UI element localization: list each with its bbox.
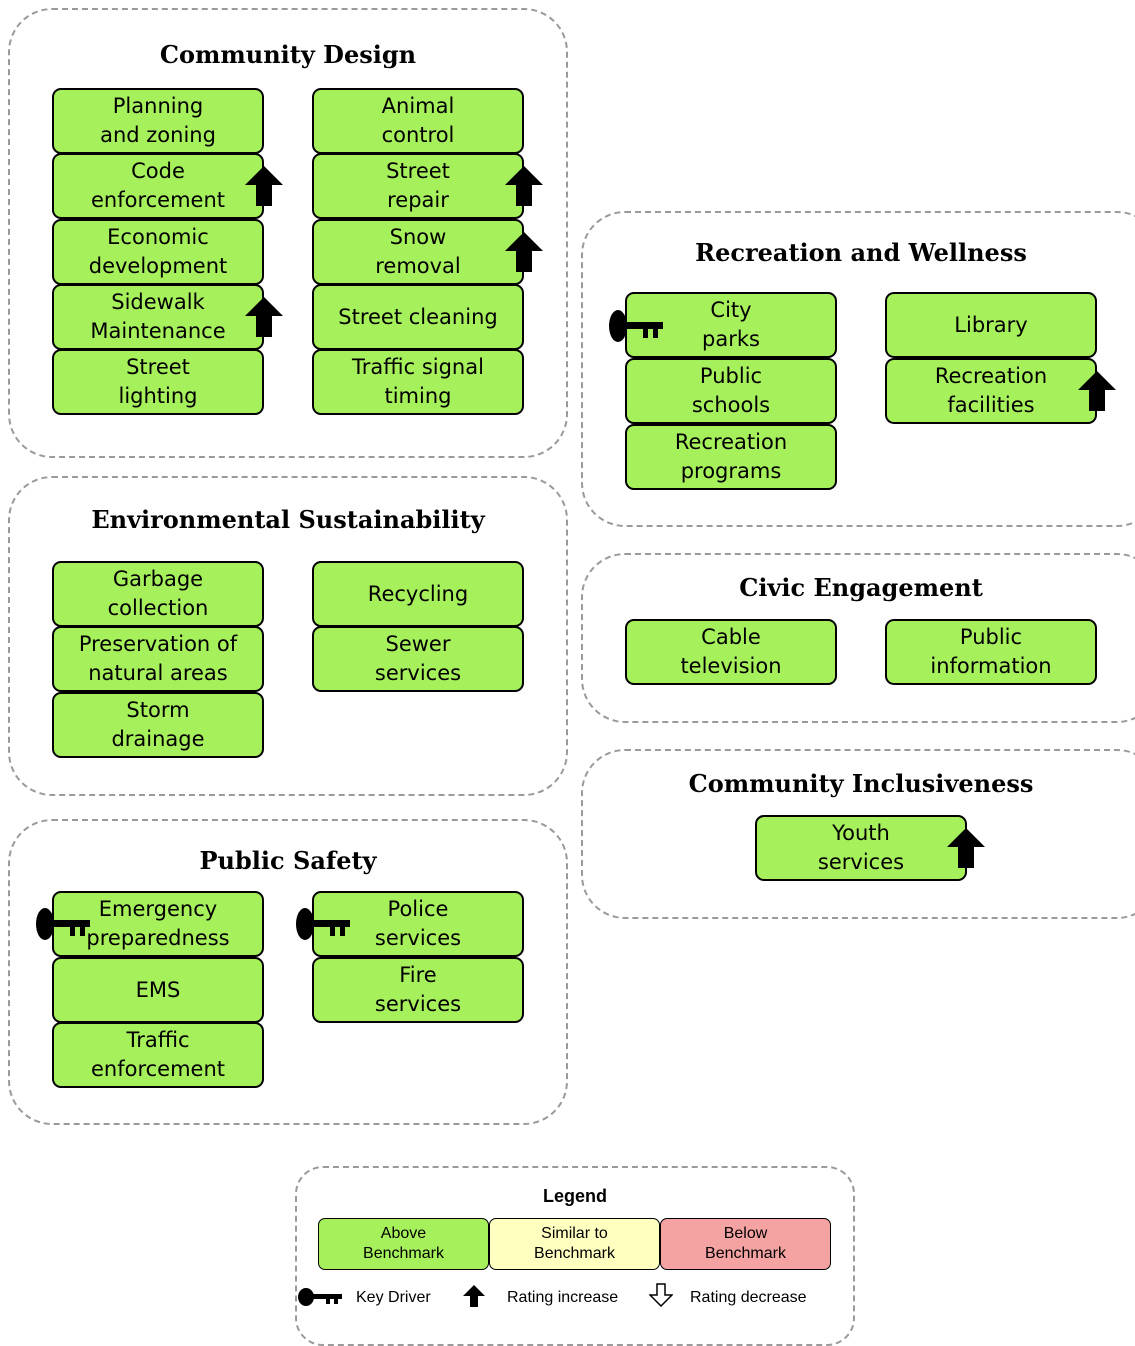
rating-increase-icon [505,232,543,272]
rating-increase-icon [947,828,985,868]
civic-engagement-section [581,553,1135,723]
rating-increase-icon [463,1285,485,1307]
sidewalk-maintenance-box: Sidewalk Maintenance [52,284,264,350]
community-design-section [8,8,568,458]
snow-removal-box: Snow removal [312,219,524,285]
street-cleaning-box: Street cleaning [312,284,524,350]
rating-increase-icon [245,297,283,337]
public-safety-section [8,819,568,1125]
community-inclusiveness-title: Community Inclusiveness [688,769,1034,798]
code-enforcement-box: Code enforcement [52,153,264,219]
planning-zoning-box: Planning and zoning [52,88,264,154]
garbage-collection-box: Garbage collection [52,561,264,627]
sewer-services-box: Sewer services [312,626,524,692]
recreation-facilities-box: Recreation facilities [885,358,1097,424]
ems-box: EMS [52,957,264,1023]
storm-drainage-box: Storm drainage [52,692,264,758]
environmental-sustainability-section [8,476,568,796]
recycling-box: Recycling [312,561,524,627]
rating-increase-icon [505,166,543,206]
key-driver-icon [36,908,90,940]
rating-increase-icon [245,166,283,206]
street-lighting-box: Street lighting [52,349,264,415]
public-safety-title: Public Safety [199,846,377,875]
key-driver-icon [298,1288,342,1306]
fire-services-box: Fire services [312,957,524,1023]
economic-development-box: Economic development [52,219,264,285]
legend-rating-increase-label: Rating increase [507,1289,619,1306]
public-schools-box: Public schools [625,358,837,424]
legend-key-driver-label: Key Driver [356,1289,431,1306]
community-inclusiveness-section [581,749,1135,919]
key-driver-icon [609,310,663,342]
civic-engagement-title: Civic Engagement [739,573,983,602]
youth-services-box: Youth services [755,815,967,881]
cable-television-box: Cable television [625,619,837,685]
street-repair-box: Street repair [312,153,524,219]
environmental-sustainability-title: Environmental Sustainability [91,505,485,534]
public-information-box: Public information [885,619,1097,685]
recreation-wellness-section [581,211,1135,527]
rating-increase-icon [1078,371,1116,411]
library-box: Library [885,292,1097,358]
preservation-natural-areas-box: Preservation of natural areas [52,626,264,692]
legend-below-benchmark: Below Benchmark [660,1218,831,1270]
key-driver-icon [296,908,350,940]
rating-decrease-icon [649,1283,673,1307]
traffic-signal-timing-box: Traffic signal timing [312,349,524,415]
community-design-title: Community Design [159,40,417,69]
recreation-wellness-title: Recreation and Wellness [695,238,1027,267]
legend-rating-decrease-label: Rating decrease [690,1289,807,1306]
recreation-programs-box: Recreation programs [625,424,837,490]
animal-control-box: Animal control [312,88,524,154]
legend-above-benchmark: Above Benchmark [318,1218,489,1270]
legend-title: Legend [542,1186,608,1206]
legend-similar-benchmark: Similar to Benchmark [489,1218,660,1270]
traffic-enforcement-box: Traffic enforcement [52,1022,264,1088]
